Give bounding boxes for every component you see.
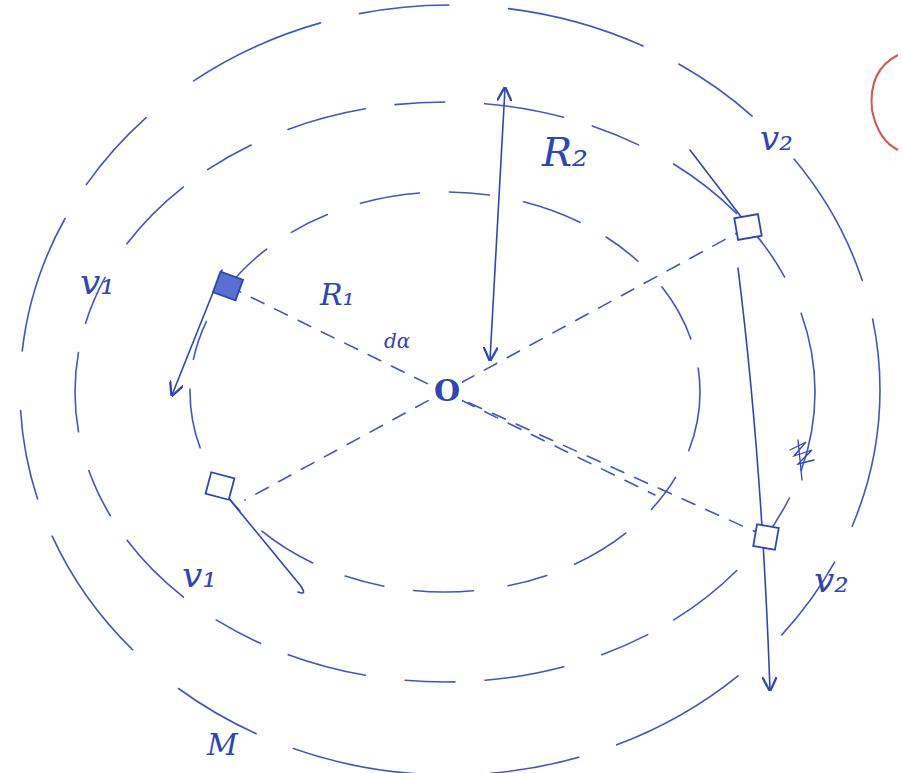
radius-arrow — [490, 88, 505, 360]
dashed-radius — [245, 227, 748, 500]
dashed-radius — [228, 286, 655, 495]
sketch-label: dα — [382, 330, 412, 352]
sketch-label: v₂ — [812, 560, 851, 600]
sketch-label: R₁ — [318, 278, 357, 311]
scribble — [790, 440, 814, 480]
mass-block — [206, 472, 235, 499]
mass-block — [753, 524, 778, 549]
dashed-radius — [445, 392, 767, 537]
mass-block — [734, 214, 761, 240]
outer-circle — [20, 5, 880, 773]
orbit-circle-2 — [75, 102, 815, 682]
velocity-arrow — [738, 268, 770, 690]
orbit-circle-1 — [190, 192, 700, 592]
velocity-arrow — [226, 495, 304, 593]
mass-block — [213, 272, 243, 301]
sketch-label: M — [205, 728, 240, 761]
sketch-label: v₁ — [180, 555, 219, 595]
sketch-label: v₁ — [78, 262, 117, 302]
red-mark — [872, 55, 898, 150]
sketch-label: R₂ — [540, 130, 590, 174]
sketch-label: v₂ — [758, 120, 795, 157]
velocity-arrow — [690, 150, 742, 218]
center-point: O — [432, 374, 462, 407]
